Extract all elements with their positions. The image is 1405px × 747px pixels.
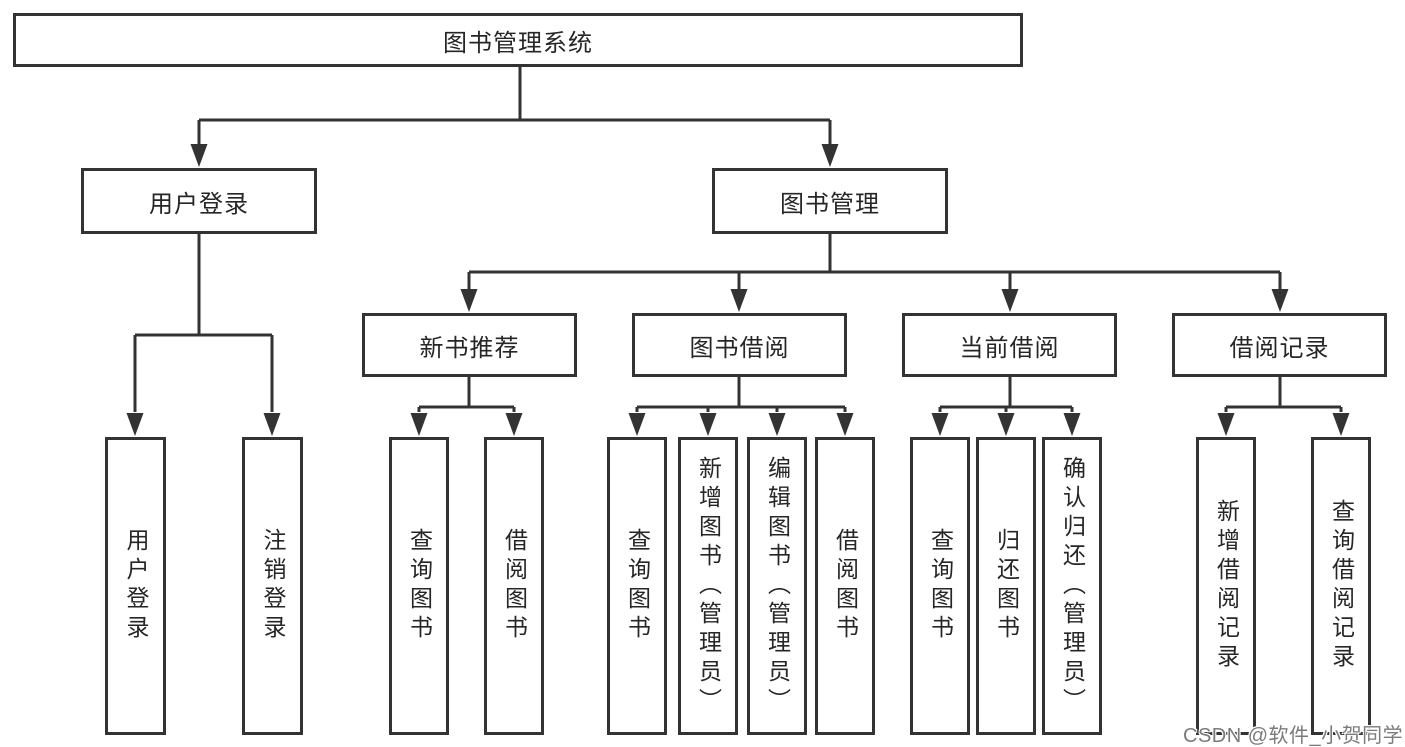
leaf-label: 新增图书（管理员） [695, 455, 722, 717]
leaf-label: 新增借阅记录 [1213, 499, 1240, 673]
leaf-borrow-books-recommend: 借阅图书 [484, 437, 544, 735]
leaf-return-book: 归还图书 [976, 437, 1036, 735]
node-current-borrow: 当前借阅 [902, 313, 1117, 377]
node-borrow-records: 借阅记录 [1172, 313, 1387, 377]
node-label: 借阅记录 [1229, 334, 1330, 362]
node-root-label: 图书管理系统 [443, 29, 593, 57]
leaf-label: 借阅图书 [501, 528, 528, 644]
node-label: 新书推荐 [419, 334, 520, 362]
leaf-borrow-books: 借阅图书 [815, 437, 875, 735]
watermark-text: CSDN @软件_小贺同学 [1183, 725, 1404, 747]
leaf-label: 确认归还（管理员） [1059, 455, 1086, 717]
node-root: 图书管理系统 [13, 13, 1023, 67]
leaf-logout: 注销登录 [242, 437, 303, 735]
leaf-user-login: 用户登录 [105, 437, 166, 735]
leaf-label: 用户登录 [123, 528, 149, 644]
node-book-management: 图书管理 [712, 168, 948, 234]
node-book-borrow: 图书借阅 [632, 313, 847, 377]
node-new-book-recommend: 新书推荐 [362, 313, 577, 377]
leaf-add-book-admin: 新增图书（管理员） [678, 437, 738, 735]
leaf-label: 归还图书 [993, 528, 1020, 644]
leaf-label: 查询借阅记录 [1328, 499, 1355, 673]
node-label: 图书借阅 [689, 334, 790, 362]
leaf-label: 注销登录 [260, 528, 286, 644]
leaf-edit-book-admin: 编辑图书（管理员） [747, 437, 807, 735]
node-label: 图书管理 [780, 190, 880, 218]
leaf-label: 查询图书 [624, 528, 651, 644]
leaf-search-books-recommend: 查询图书 [389, 437, 449, 735]
leaf-confirm-return-admin: 确认归还（管理员） [1042, 437, 1102, 735]
leaf-label: 查询图书 [927, 528, 954, 644]
leaf-label: 借阅图书 [832, 528, 859, 644]
leaf-search-books-borrow: 查询图书 [607, 437, 667, 735]
leaf-search-borrow-record: 查询借阅记录 [1311, 437, 1371, 735]
node-label: 用户登录 [149, 190, 249, 218]
leaf-search-books-current: 查询图书 [910, 437, 970, 735]
leaf-label: 查询图书 [406, 528, 433, 644]
node-label: 当前借阅 [959, 334, 1060, 362]
node-user-login: 用户登录 [81, 168, 317, 234]
leaf-label: 编辑图书（管理员） [764, 455, 791, 717]
leaf-add-borrow-record: 新增借阅记录 [1196, 437, 1256, 735]
